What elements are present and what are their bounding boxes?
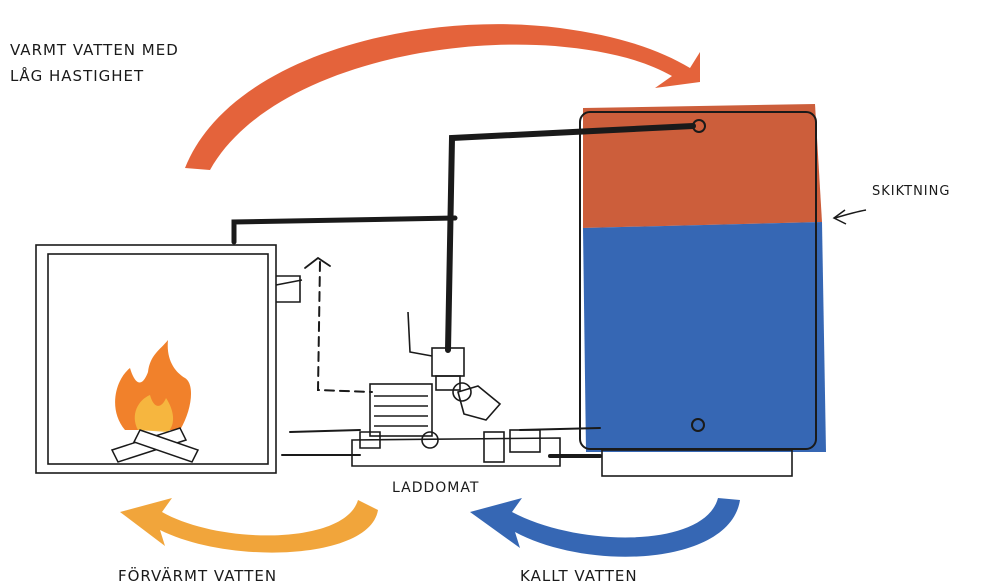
hot-water-label-line2: LÅG HASTIGHET xyxy=(10,66,179,86)
storage-tank xyxy=(580,104,826,476)
laddomat-label: LADDOMAT xyxy=(392,478,479,498)
stratification-pointer xyxy=(834,210,866,224)
preheated-water-label: FÖRVÄRMT VATTEN xyxy=(118,566,277,586)
tank-hot-layer xyxy=(583,104,822,228)
fire-icon xyxy=(112,340,198,462)
laddomat-unit xyxy=(352,312,560,466)
tank-cold-layer xyxy=(583,222,826,452)
hot-water-label: VARMT VATTEN MED LÅG HASTIGHET xyxy=(10,40,179,86)
cold-water-label: KALLT VATTEN xyxy=(520,566,638,586)
stratification-label: SKIKTNING xyxy=(872,182,950,202)
cold-water-arrow xyxy=(470,498,740,557)
tank-stand xyxy=(602,450,792,476)
preheated-water-arrow xyxy=(120,498,378,553)
hot-water-label-line1: VARMT VATTEN MED xyxy=(10,40,179,60)
